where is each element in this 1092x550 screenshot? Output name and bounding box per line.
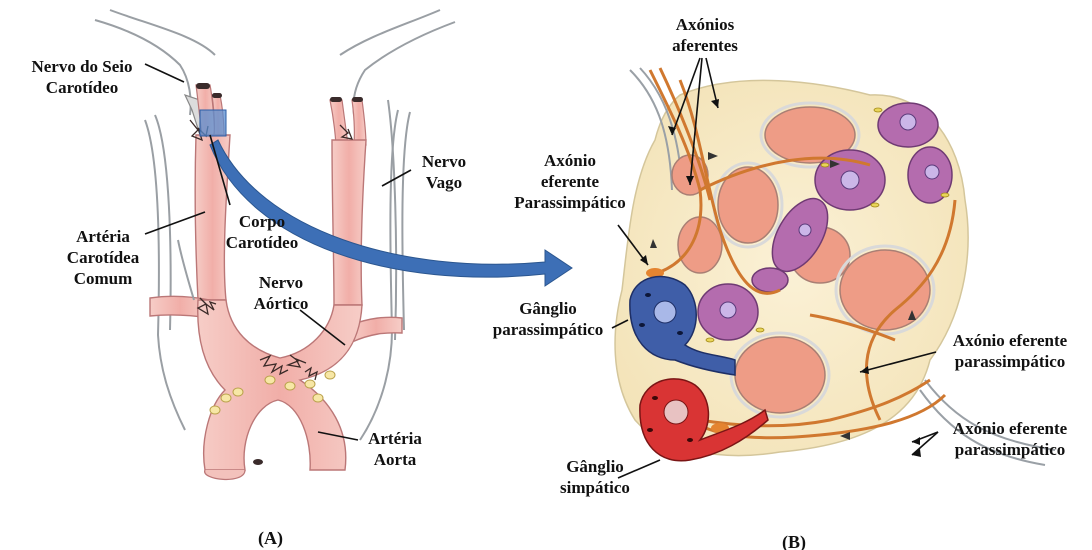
label-sympathetic-ganglion: Gânglio simpático (540, 456, 650, 498)
label-efferent-axon-2: Axónio eferente parassimpático (930, 418, 1090, 460)
aortic-arch (198, 300, 362, 470)
panel-b-caption: (B) (782, 532, 806, 550)
label-aortic-nerve: Nervo Aórtico (236, 272, 326, 314)
carotid-body-highlight (200, 110, 226, 136)
right-common-carotid (332, 140, 366, 305)
label-carotid-body: Corpo Carotídeo (207, 211, 317, 253)
label-afferent-axons: Axónios aferentes (650, 14, 760, 56)
label-common-carotid: Artéria Carotídea Comum (44, 226, 162, 289)
label-aorta: Artéria Aorta (355, 428, 435, 470)
label-efferent-parasympathetic: Axónio eferente Parassimpático (500, 150, 640, 213)
panel-b-drawing (612, 58, 1055, 478)
label-sinus-nerve: Nervo do Seio Carotídeo (6, 56, 158, 98)
panel-a-caption: (A) (258, 528, 283, 549)
label-vagus-nerve: Nervo Vago (404, 151, 484, 193)
panel-a-drawing (95, 10, 572, 479)
label-efferent-axon-1: Axónio eferente parassimpático (930, 330, 1090, 372)
label-parasympathetic-ganglion: Gânglio parassimpático (478, 298, 618, 340)
